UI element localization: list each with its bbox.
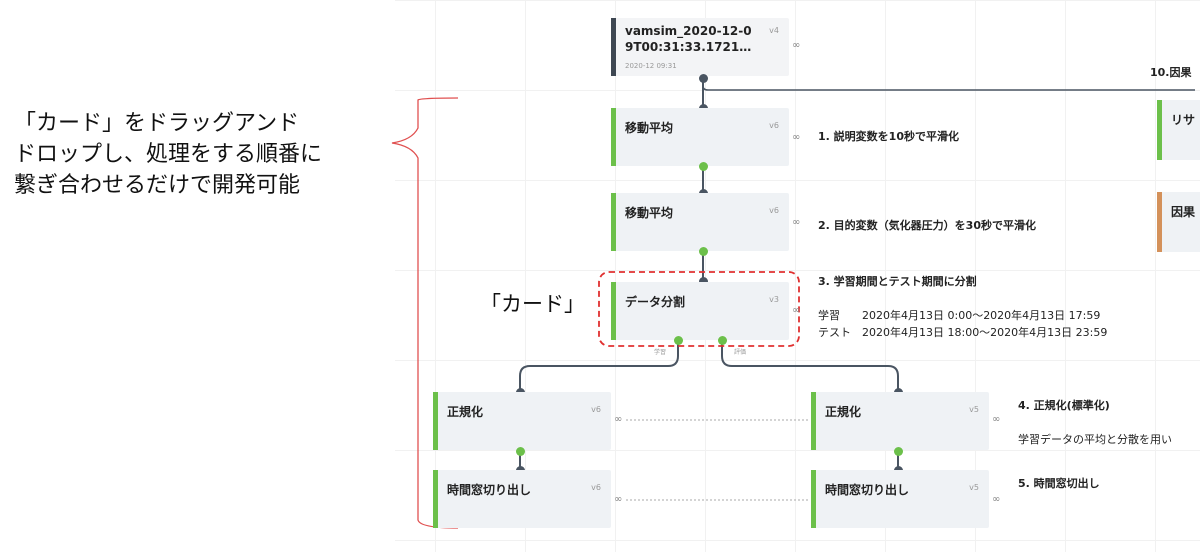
card-title: 移動平均 <box>625 121 674 135</box>
right-card-1-title: リサ <box>1171 113 1196 127</box>
step3-description: 3. 学習期間とテスト期間に分割 <box>818 275 977 288</box>
step5-description: 5. 時間窓切出し <box>1018 477 1100 490</box>
output-port-train[interactable] <box>674 336 683 345</box>
annotation-line-3: 繋ぎ合わせるだけで開発可能 <box>14 173 301 198</box>
step4-description: 4. 正規化(標準化) <box>1018 399 1110 412</box>
card-title: 時間窓切り出し <box>447 483 532 497</box>
card-version: v6 <box>591 483 601 492</box>
source-title-line1: vamsim_2020-12-0 <box>625 24 752 38</box>
card-title: 移動平均 <box>625 206 674 220</box>
connector-split-right <box>721 342 899 392</box>
link-icon[interactable]: ∞ <box>992 494 1001 505</box>
card-version: v6 <box>769 206 779 215</box>
card-label-annotation: 「カード」 <box>480 292 585 316</box>
step2-description: 2. 目的変数（気化器圧力）を30秒で平滑化 <box>818 219 1036 232</box>
card-window-left[interactable]: 時間窓切り出し v6 <box>433 470 611 528</box>
source-card[interactable]: vamsim_2020-12-0 9T00:31:33.1721… v4 202… <box>611 18 789 76</box>
card-title: 時間窓切り出し <box>825 483 910 497</box>
card-window-right[interactable]: 時間窓切り出し v5 <box>811 470 989 528</box>
output-port[interactable] <box>699 162 708 171</box>
train-range: 2020年4月13日 0:00～2020年4月13日 17:59 <box>862 309 1101 322</box>
annotation-line-2: ドロップし、処理をする順番に <box>14 142 323 167</box>
card-title: データ分割 <box>625 295 686 309</box>
card-title: 正規化 <box>447 405 484 419</box>
card-moving-average-1[interactable]: 移動平均 v6 <box>611 108 789 166</box>
card-version: v6 <box>769 121 779 130</box>
card-version: v6 <box>591 405 601 414</box>
input-port[interactable] <box>699 277 708 286</box>
link-icon[interactable]: ∞ <box>792 217 801 228</box>
link-icon[interactable]: ∞ <box>992 414 1001 425</box>
train-label: 学習 <box>818 309 840 322</box>
card-version: v5 <box>969 483 979 492</box>
card-data-split[interactable]: データ分割 v3 <box>611 282 789 340</box>
port-label-test: 評価 <box>734 349 747 356</box>
output-port[interactable] <box>699 74 708 83</box>
card-highlight-box <box>598 271 800 347</box>
step4-detail: 学習データの平均と分散を用い <box>1018 433 1172 446</box>
link-icon[interactable]: ∞ <box>792 132 801 143</box>
source-version: v4 <box>769 26 779 35</box>
card-version: v5 <box>969 405 979 414</box>
annotation-bracket <box>391 97 459 529</box>
link-icon[interactable]: ∞ <box>614 494 623 505</box>
right-card-2[interactable]: 因果 <box>1157 192 1200 252</box>
card-normalize-left[interactable]: 正規化 v6 <box>433 392 611 450</box>
right-card-1[interactable]: リサ <box>1157 100 1200 160</box>
output-port[interactable] <box>516 447 525 456</box>
port-label-train: 学習 <box>654 349 667 356</box>
card-title: 正規化 <box>825 405 862 419</box>
output-port[interactable] <box>699 247 708 256</box>
step1-description: 1. 説明変数を10秒で平滑化 <box>818 130 959 143</box>
source-timestamp: 2020-12 09:31 <box>625 62 677 70</box>
output-port-test[interactable] <box>718 336 727 345</box>
source-title-line2: 9T00:31:33.1721… <box>625 40 752 54</box>
card-version: v3 <box>769 295 779 304</box>
link-icon[interactable]: ∞ <box>792 305 801 316</box>
top-right-label: 10.因果 <box>1150 66 1192 79</box>
annotation-line-1: 「カード」をドラッグアンド <box>14 111 300 136</box>
workflow-canvas[interactable] <box>395 0 1200 552</box>
annotation-text: 「カード」をドラッグアンド ドロップし、処理をする順番に 繋ぎ合わせるだけで開発… <box>14 108 322 201</box>
output-port[interactable] <box>894 447 903 456</box>
card-moving-average-2[interactable]: 移動平均 v6 <box>611 193 789 251</box>
link-icon[interactable]: ∞ <box>614 414 623 425</box>
connector-split-left <box>519 342 679 392</box>
link-icon[interactable]: ∞ <box>792 40 801 51</box>
card-normalize-right[interactable]: 正規化 v5 <box>811 392 989 450</box>
test-label: テスト <box>818 326 851 339</box>
test-range: 2020年4月13日 18:00～2020年4月13日 23:59 <box>862 326 1108 339</box>
source-branch-line <box>702 78 1195 91</box>
right-card-2-title: 因果 <box>1171 205 1196 219</box>
